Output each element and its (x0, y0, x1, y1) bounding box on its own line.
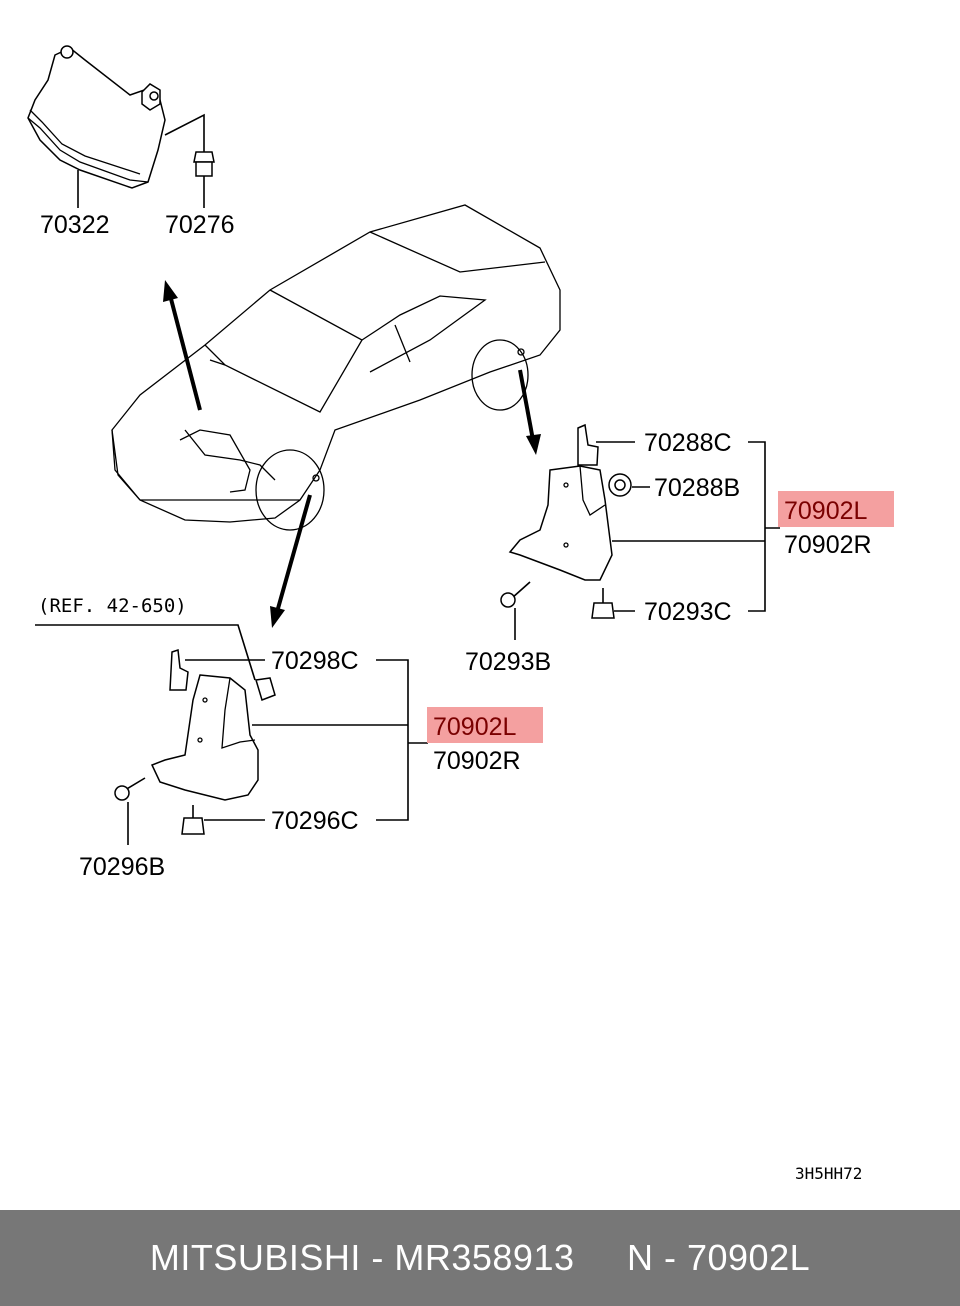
nut-ref-42-650 (255, 677, 276, 701)
label-front-70902R: 70902R (433, 747, 521, 775)
label-70288B: 70288B (654, 474, 740, 502)
footer-bar: MITSUBISHI - MR358913 N - 70902L (0, 1210, 960, 1306)
arrow-to-rear-mudguard (518, 369, 541, 455)
label-70293B: 70293B (465, 648, 551, 676)
leader-ref (35, 624, 256, 681)
diagram-code: 3H5HH72 (795, 1164, 862, 1183)
label-70296C: 70296C (271, 807, 359, 835)
rear-mudguard-part (508, 465, 613, 581)
label-front-70902L: 70902L (433, 713, 517, 741)
bolt-70276 (193, 138, 215, 177)
label-rear-70902R: 70902R (784, 531, 872, 559)
clip-70298C (169, 648, 189, 691)
screw-70296B (114, 777, 146, 801)
clip-70288C (577, 423, 599, 466)
leader-70276-bracket (164, 113, 205, 138)
car-body-outline (111, 204, 561, 531)
front-highlight (427, 707, 543, 743)
rear-highlight (778, 491, 894, 527)
label-70293C: 70293C (644, 598, 732, 626)
label-70288C: 70288C (644, 429, 732, 457)
front-bracket (252, 659, 428, 821)
rear-bracket (612, 441, 780, 612)
screw-70293B (500, 581, 531, 608)
arrow-to-front-mudguard (270, 494, 312, 628)
label-ref: (REF. 42-650) (38, 595, 187, 617)
splash-shield-part (27, 45, 166, 189)
arrow-to-splash-shield (163, 280, 202, 411)
label-70296B: 70296B (79, 853, 165, 881)
label-70322: 70322 (40, 211, 110, 239)
grommet-70288B (608, 473, 632, 497)
footer-part-number: MITSUBISHI - MR358913 N - 70902L (149, 1237, 811, 1278)
screw-70296C (181, 805, 205, 835)
label-70298C: 70298C (271, 647, 359, 675)
label-rear-70902L: 70902L (784, 497, 868, 525)
parts-diagram: 70322 70276 (27, 45, 894, 1183)
label-70276: 70276 (165, 211, 235, 239)
front-mudguard-part (150, 674, 259, 801)
screw-70293C (591, 588, 615, 619)
